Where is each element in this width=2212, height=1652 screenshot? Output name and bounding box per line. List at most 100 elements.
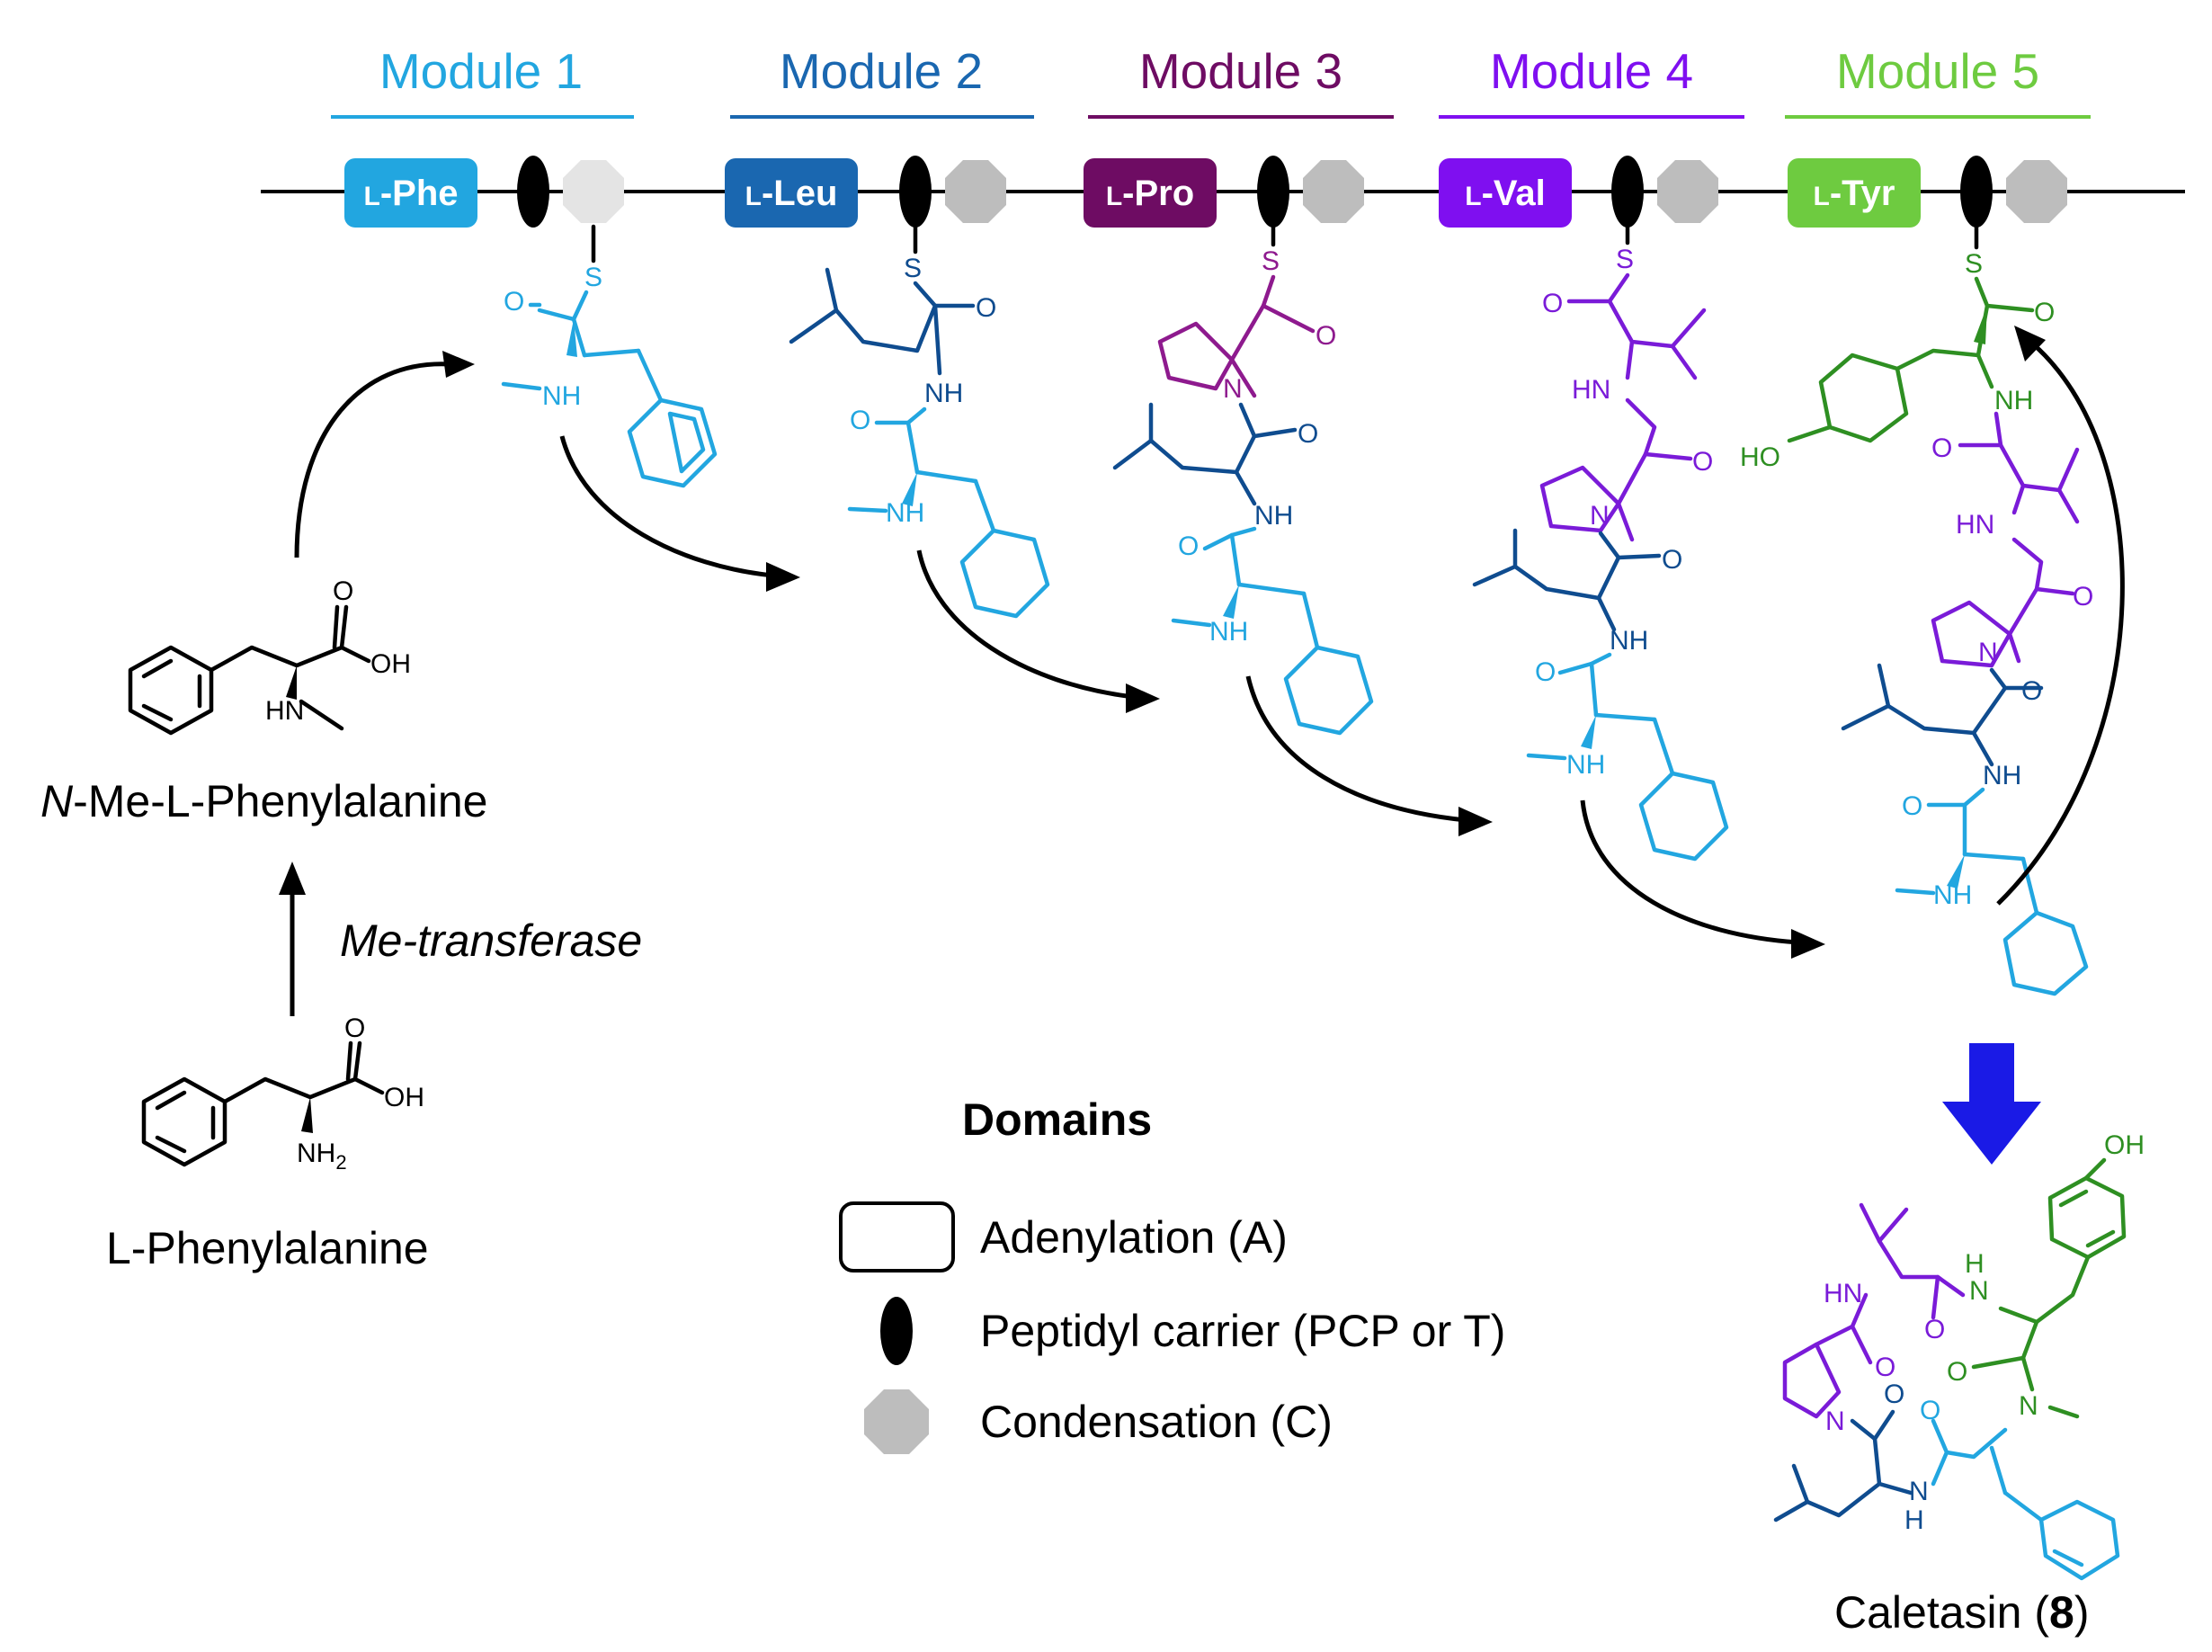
svg-text:NH: NH (1983, 761, 2021, 790)
svg-text:S: S (584, 263, 602, 292)
svg-text:O: O (2021, 676, 2042, 706)
module-4-domains: L-Val (1439, 156, 1718, 228)
pcp-domain-2 (899, 156, 932, 228)
svg-text:O: O (1947, 1357, 1967, 1387)
module-2-domains: L-Leu (725, 156, 1006, 228)
svg-text:NH: NH (1566, 750, 1605, 780)
adenylation-legend-icon (839, 1201, 955, 1272)
svg-text:OH: OH (384, 1083, 424, 1112)
svg-text:HN: HN (1824, 1279, 1862, 1308)
adenylation-domain-pro (1084, 158, 1217, 228)
svg-text:O: O (2073, 582, 2093, 612)
svg-text:HN: HN (1956, 510, 1994, 540)
svg-text:O: O (344, 1014, 365, 1043)
domain-legend: Domains Adenylation (A) Peptidyl carrier… (839, 1094, 1505, 1454)
svg-text:S: S (1965, 249, 1983, 279)
adenylation-domain-leu (725, 158, 858, 228)
svg-text:N: N (1978, 638, 1998, 667)
pcp-domain-1 (517, 156, 549, 228)
svg-text:O: O (1902, 791, 1922, 821)
module-1-title: Module 1 (379, 43, 583, 99)
svg-text:N: N (2019, 1391, 2038, 1421)
transfer-arrow-3 (1245, 675, 1467, 823)
svg-text:O: O (2034, 298, 2055, 327)
product-arrow (1942, 1043, 2041, 1165)
condensation-domain-2 (945, 160, 1006, 223)
condensation-domain-5 (2006, 160, 2067, 223)
svg-text:OH: OH (2104, 1130, 2145, 1160)
module-5-title: Module 5 (1836, 43, 2039, 99)
pcp-domain-5 (1960, 156, 1993, 228)
svg-text:O: O (1875, 1353, 1895, 1382)
condensation-domain-4 (1657, 160, 1718, 223)
svg-text:O: O (1298, 419, 1318, 449)
svg-text:N: N (1969, 1276, 1989, 1306)
module-4-title: Module 4 (1490, 43, 1693, 99)
loading-arrow (294, 362, 450, 558)
condensation-legend-icon (864, 1389, 929, 1454)
module-3-title: Module 3 (1139, 43, 1342, 99)
svg-text:NH2: NH2 (297, 1139, 347, 1174)
legend-item-pcp: Peptidyl carrier (PCP or T) (980, 1306, 1505, 1356)
svg-text:N: N (1909, 1477, 1929, 1506)
l-phe-label: L-Phenylalanine (106, 1223, 429, 1273)
pcp-domain-4 (1611, 156, 1644, 228)
transfer-arrow-1 (559, 435, 774, 578)
intermediate-5: S O HO NH O HN O N O (1740, 224, 2093, 996)
svg-text:O: O (1920, 1396, 1940, 1425)
svg-text:NH: NH (1610, 626, 1648, 656)
module-1-domains: L-Phe (344, 156, 624, 228)
svg-text:S: S (904, 254, 922, 283)
svg-text:O: O (1931, 433, 1952, 463)
n-me-phe-structure: O OH HN (128, 576, 411, 736)
svg-text:O: O (1535, 657, 1556, 687)
svg-text:HN: HN (1572, 375, 1610, 405)
svg-text:OH: OH (370, 649, 411, 679)
module-2-title: Module 2 (780, 43, 983, 99)
svg-text:O: O (1662, 545, 1682, 575)
condensation-domain-1 (563, 160, 624, 223)
svg-text:O: O (850, 406, 870, 435)
legend-title: Domains (962, 1094, 1152, 1145)
n-me-phe-label: N-Me-L-Phenylalanine (40, 776, 487, 826)
module-headers: Module 1 Module 2 Module 3 Module 4 Modu… (331, 43, 2091, 119)
svg-text:NH: NH (1994, 386, 2033, 415)
module-3-domains: L-Pro (1084, 156, 1364, 228)
svg-text:S: S (1616, 245, 1634, 274)
intermediate-2: S O NH O NH (789, 224, 1050, 619)
svg-text:O: O (504, 287, 524, 317)
svg-text:NH: NH (924, 379, 963, 408)
svg-text:NH: NH (1933, 880, 1972, 910)
pcp-legend-icon (880, 1297, 913, 1365)
svg-text:N: N (1223, 374, 1243, 404)
transfer-arrow-2 (916, 549, 1134, 700)
svg-text:NH: NH (542, 381, 581, 411)
svg-text:O: O (1924, 1315, 1945, 1344)
adenylation-domain-phe (344, 158, 477, 228)
svg-text:O: O (1178, 531, 1199, 561)
svg-text:N: N (1825, 1406, 1845, 1436)
svg-text:H: H (1904, 1505, 1924, 1535)
adenylation-label-pro: L-Pro (1106, 174, 1194, 213)
svg-text:HN: HN (265, 696, 304, 726)
svg-text:S: S (1262, 246, 1280, 276)
svg-text:O: O (1692, 447, 1713, 477)
adenylation-label-val: L-Val (1465, 174, 1545, 213)
svg-text:NH: NH (886, 498, 924, 528)
module-5-domains: L-Tyr (1788, 156, 2067, 228)
svg-text:HO: HO (1740, 442, 1780, 472)
adenylation-domain-val (1439, 158, 1572, 228)
svg-text:NH: NH (1254, 501, 1293, 531)
intermediate-3: S O N O NH O NH (1112, 224, 1374, 736)
legend-item-condensation: Condensation (C) (980, 1397, 1333, 1447)
adenylation-label-leu: L-Leu (745, 174, 838, 213)
svg-text:H: H (1965, 1249, 1985, 1279)
adenylation-domain-tyr (1788, 158, 1921, 228)
svg-text:O: O (1884, 1380, 1904, 1409)
legend-item-adenylation: Adenylation (A) (980, 1212, 1288, 1263)
product-label: Caletasin (8) (1834, 1587, 2089, 1638)
adenylation-label-phe: L-Phe (363, 174, 458, 213)
svg-text:O: O (976, 293, 996, 323)
enzyme-label: Me-transferase (340, 915, 642, 966)
